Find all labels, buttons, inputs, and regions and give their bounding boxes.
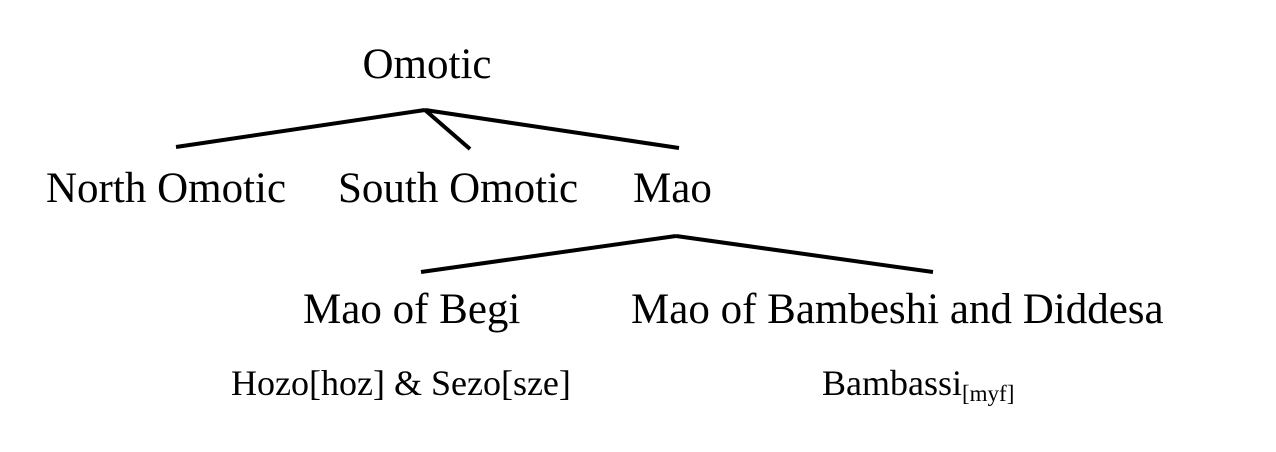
- node-mao: Mao: [633, 165, 712, 212]
- node-north-omotic: North Omotic: [46, 165, 286, 212]
- edge-omotic-mao: [424, 108, 680, 150]
- leaf-joiner: &: [385, 363, 431, 403]
- edge-mao-mao-of-begi: [420, 234, 677, 274]
- edge-mao-mao-of-bambeshi: [675, 234, 934, 274]
- node-omotic: Omotic: [363, 41, 492, 88]
- edge-omotic-south-omotic: [423, 108, 472, 151]
- leaf-name-hozo: Hozo: [231, 363, 309, 403]
- node-south-omotic: South Omotic: [338, 165, 578, 212]
- leaf-name-bambassi: Bambassi: [822, 363, 962, 403]
- leaf-name-sezo: Sezo: [431, 363, 501, 403]
- leaf-code-myf: [myf]: [962, 381, 1014, 406]
- node-mao-of-begi: Mao of Begi: [303, 286, 520, 333]
- leaf-code-sze: [sze]: [501, 363, 571, 403]
- node-mao-of-bambeshi-and-diddesa: Mao of Bambeshi and Diddesa: [631, 286, 1164, 333]
- leaf-hozo-sezo: Hozo[hoz] & Sezo[sze]: [231, 363, 571, 403]
- leaf-code-hoz: [hoz]: [309, 363, 385, 403]
- leaf-bambassi: Bambassi[myf]: [822, 363, 1014, 406]
- edge-omotic-north-omotic: [175, 108, 426, 149]
